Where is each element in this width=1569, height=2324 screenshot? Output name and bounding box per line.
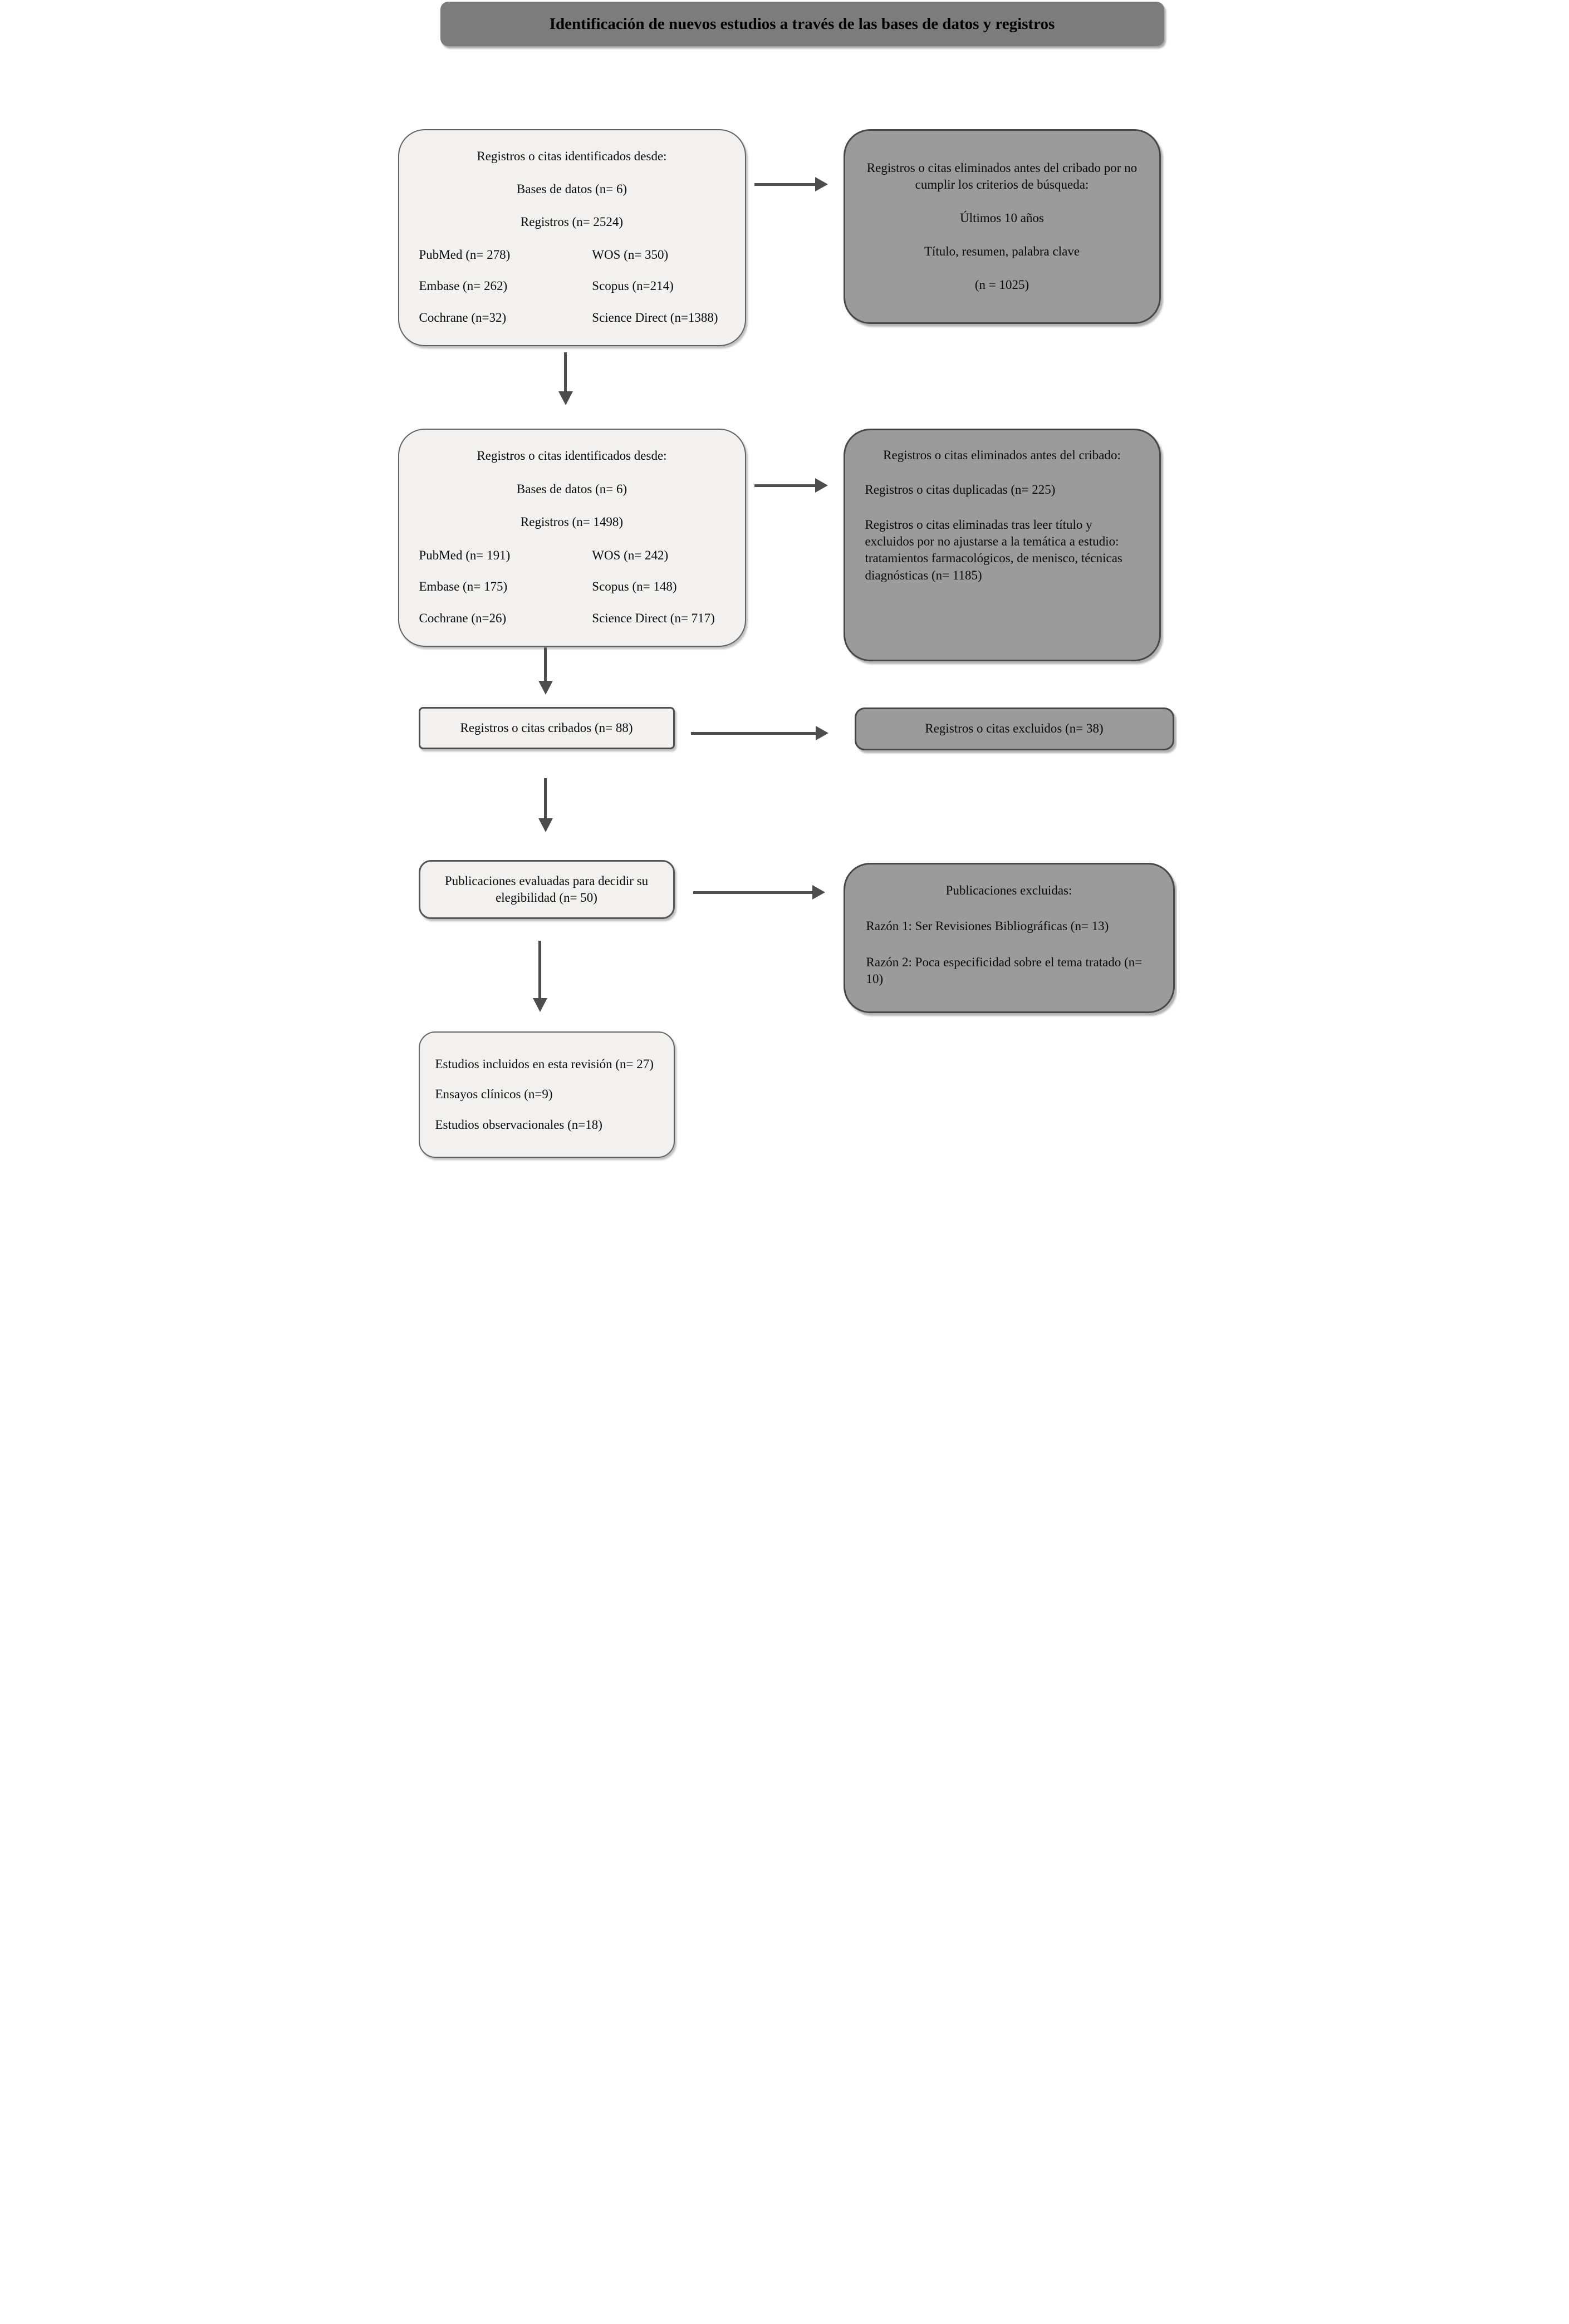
arrow-assessed-to-publications-excluded: [693, 885, 825, 900]
box-records-removed-before-screening-round-1: Registros o citas eliminados antes del c…: [843, 129, 1161, 324]
identified1-databases: Bases de datos (n= 6): [516, 181, 627, 196]
box-publications-assessed: Publicaciones evaluadas para decidir su …: [418, 860, 675, 919]
arrow-identified2-to-removed2: [754, 478, 828, 493]
box-studies-included: Estudios incluidos en esta revisión (n= …: [418, 1031, 675, 1158]
removed1-count: (n = 1025): [974, 278, 1029, 292]
box-records-identified-round-2: Registros o citas identificados desde: B…: [398, 429, 746, 647]
identified1-sources: PubMed (n= 278) WOS (n= 350) Embase (n= …: [416, 247, 728, 326]
arrowhead-down-icon: [538, 681, 553, 695]
source-item: Scopus (n=214): [592, 279, 674, 293]
removed1-criterion2: Título, resumen, palabra clave: [924, 244, 1080, 258]
box-records-removed-before-screening-round-2: Registros o citas eliminados antes del c…: [843, 429, 1161, 661]
source-item: Embase (n= 262): [419, 279, 508, 293]
source-item: WOS (n= 242): [592, 548, 669, 562]
arrowhead-right-icon: [812, 885, 825, 900]
arrowhead-down-icon: [538, 818, 553, 832]
identified2-sources: PubMed (n= 191) WOS (n= 242) Embase (n= …: [416, 547, 728, 627]
box-publications-excluded: Publicaciones excluidas: Razón 1: Ser Re…: [843, 863, 1175, 1013]
pub-excluded-title: Publicaciones excluidas:: [945, 883, 1072, 897]
source-item: Scopus (n= 148): [592, 579, 677, 594]
removed2-duplicates: Registros o citas duplicadas (n= 225): [865, 483, 1056, 497]
included-line1: Estudios incluidos en esta revisión (n= …: [435, 1057, 654, 1071]
identified2-databases: Bases de datos (n= 6): [516, 481, 627, 496]
arrow-shaft: [690, 731, 816, 735]
identified1-title: Registros o citas identificados desde:: [477, 149, 667, 163]
screened-text: Registros o citas cribados (n= 88): [460, 720, 633, 735]
arrowhead-down-icon: [558, 391, 573, 405]
identified1-records: Registros (n= 2524): [520, 214, 624, 229]
source-item: PubMed (n= 191): [419, 548, 511, 562]
arrow-identified1-to-identified2: [558, 352, 573, 405]
arrow-identified1-to-removed1: [754, 177, 828, 191]
prisma-flow-diagram: Identificación de nuevos estudios a trav…: [392, 0, 1177, 1162]
source-item: Cochrane (n=32): [419, 310, 507, 325]
arrowhead-right-icon: [815, 726, 828, 740]
source-item: PubMed (n= 278): [419, 247, 511, 262]
arrow-shaft: [693, 891, 812, 894]
arrowhead-right-icon: [815, 177, 828, 191]
box-records-identified-round-1: Registros o citas identificados desde: B…: [398, 129, 746, 346]
source-item: Science Direct (n= 717): [592, 611, 715, 625]
source-item: Embase (n= 175): [419, 579, 508, 594]
header-banner: Identificación de nuevos estudios a trav…: [440, 2, 1164, 46]
pub-excluded-reason1: Razón 1: Ser Revisiones Bibliográficas (…: [866, 919, 1109, 933]
identified2-records: Registros (n= 1498): [520, 515, 624, 529]
source-item: Cochrane (n=26): [419, 611, 507, 625]
arrow-shaft: [544, 647, 547, 681]
removed1-title: Registros o citas eliminados antes del c…: [866, 160, 1137, 191]
included-line3: Estudios observacionales (n=18): [435, 1117, 602, 1132]
removed2-title: Registros o citas eliminados antes del c…: [883, 448, 1121, 462]
pub-excluded-reason2: Razón 2: Poca especificidad sobre el tem…: [866, 955, 1143, 986]
arrow-shaft: [754, 183, 815, 186]
header-title: Identificación de nuevos estudios a trav…: [549, 14, 1055, 33]
arrow-screened-to-assessed: [538, 778, 553, 832]
box-records-screened: Registros o citas cribados (n= 88): [418, 707, 675, 749]
removed1-criterion1: Últimos 10 años: [960, 211, 1044, 225]
arrow-shaft: [544, 778, 547, 818]
assessed-text: Publicaciones evaluadas para decidir su …: [444, 873, 649, 905]
arrow-screened-to-excluded: [690, 726, 828, 740]
excluded-text: Registros o citas excluidos (n= 38): [925, 721, 1104, 736]
arrow-shaft: [754, 484, 815, 487]
removed2-excluded-reading: Registros o citas eliminadas tras leer t…: [865, 517, 1122, 582]
source-item: Science Direct (n=1388): [592, 310, 718, 325]
box-records-excluded: Registros o citas excluidos (n= 38): [854, 707, 1174, 750]
identified2-title: Registros o citas identificados desde:: [477, 449, 667, 463]
arrowhead-down-icon: [532, 998, 547, 1012]
arrowhead-right-icon: [815, 478, 828, 493]
included-line2: Ensayos clínicos (n=9): [435, 1087, 553, 1102]
arrow-assessed-to-included: [532, 941, 548, 1012]
source-item: WOS (n= 350): [592, 247, 669, 262]
arrow-shaft: [538, 941, 541, 998]
arrow-identified2-to-screened: [538, 647, 553, 695]
arrow-shaft: [564, 352, 567, 391]
